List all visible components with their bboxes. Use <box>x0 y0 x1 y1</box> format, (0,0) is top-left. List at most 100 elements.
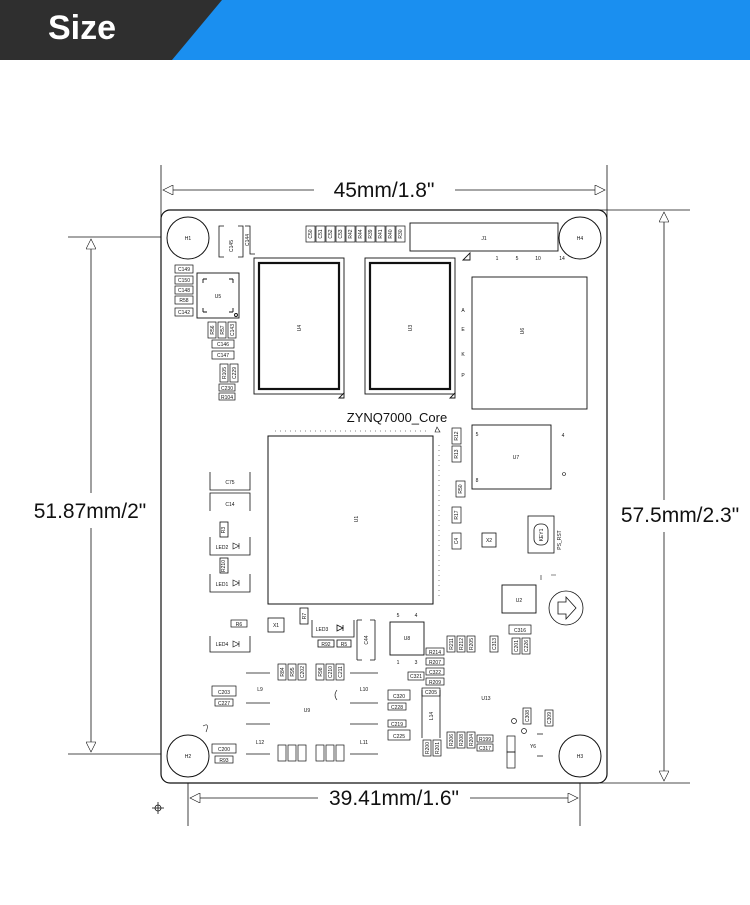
connector-j1-label: J1 <box>481 236 487 242</box>
svg-text:R30: R30 <box>398 229 404 238</box>
header-banner: Size <box>0 0 750 60</box>
u6-row-p: P <box>461 373 465 379</box>
bottom-right-parts <box>422 707 554 769</box>
svg-text:R42: R42 <box>348 229 354 238</box>
u6-row-k: K <box>461 352 465 358</box>
svg-text:R104: R104 <box>221 395 233 401</box>
chip-label-u13: U13 <box>481 696 490 702</box>
chip-label-u9: U9 <box>304 708 311 714</box>
svg-text:R105: R105 <box>222 367 228 379</box>
inductor-label-l14: L14 <box>429 712 435 721</box>
chip-label-u2: U2 <box>516 598 523 604</box>
svg-text:R57: R57 <box>220 325 226 334</box>
svg-text:R207: R207 <box>429 660 441 666</box>
svg-text:R13: R13 <box>454 449 460 458</box>
chip-u7-outline <box>471 424 552 490</box>
svg-text:C211: C211 <box>338 666 344 678</box>
svg-text:R50: R50 <box>458 484 464 493</box>
led1-label: LED1 <box>216 582 229 588</box>
svg-text:R208: R208 <box>459 734 465 746</box>
connector-pin-14: 14 <box>559 256 565 262</box>
chip-label-u8: U8 <box>404 636 411 642</box>
svg-text:8: 8 <box>476 478 479 484</box>
svg-text:C145: C145 <box>229 240 235 252</box>
led2-label: LED2 <box>216 545 229 551</box>
svg-text:5: 5 <box>397 613 400 619</box>
chip-u3-outline <box>364 257 456 395</box>
svg-text:C227: C227 <box>218 701 230 707</box>
connector-pin-5: 5 <box>516 256 519 262</box>
svg-text:C200: C200 <box>218 747 230 753</box>
svg-text:R212: R212 <box>459 638 465 650</box>
svg-text:R41: R41 <box>378 229 384 238</box>
connector-pin-10: 10 <box>535 256 541 262</box>
arrow-icon <box>557 595 577 621</box>
svg-text:4: 4 <box>562 433 565 439</box>
resistors-r56-r57-c143 <box>207 321 239 401</box>
chip-label-u5: U5 <box>215 294 222 300</box>
svg-text:C53: C53 <box>338 229 344 238</box>
chip-u4-outline <box>253 257 345 395</box>
led-lightpipe-circle <box>548 590 584 626</box>
dimension-bottom-width: 39.41mm/1.6" <box>329 787 459 810</box>
svg-text:C210: C210 <box>328 666 334 678</box>
left-cap-stack <box>174 264 194 317</box>
svg-text:C321: C321 <box>410 674 422 680</box>
inductor-label-l9: L9 <box>257 687 263 693</box>
mount-hole-h1 <box>166 216 210 260</box>
top-row-labels: C50 C51 C52 C53 R42 R44 R39 R41 R40 R30 <box>308 229 404 238</box>
svg-text:C4: C4 <box>454 538 460 545</box>
origin-marker <box>152 802 164 814</box>
svg-text:R95: R95 <box>290 667 296 676</box>
svg-text:R40: R40 <box>388 229 394 238</box>
u9-small-parts <box>211 663 441 764</box>
svg-text:R211: R211 <box>449 638 455 650</box>
svg-text:C144: C144 <box>245 234 251 246</box>
svg-text:C322: C322 <box>429 670 441 676</box>
u1-pin1-marker <box>434 426 441 433</box>
connector-j1 <box>409 222 559 261</box>
mount-hole-h4 <box>558 216 602 260</box>
svg-text:R84: R84 <box>280 667 286 676</box>
chip-u5-outline <box>196 272 240 319</box>
inductor-label-l11: L11 <box>360 740 368 746</box>
svg-text:R5: R5 <box>341 642 348 648</box>
svg-text:C320: C320 <box>393 694 405 700</box>
led-diode-symbols <box>232 542 240 648</box>
mount-hole-label-h1: H1 <box>185 236 192 242</box>
chip-label-u1: U1 <box>354 516 360 523</box>
leds-left <box>209 521 251 653</box>
power-resistor-cluster <box>407 624 532 686</box>
chip-label-u6: U6 <box>520 328 526 335</box>
svg-text:C51: C51 <box>318 229 324 238</box>
svg-text:R209: R209 <box>429 680 441 686</box>
key1-label: KEY1 <box>539 528 545 541</box>
svg-text:1: 1 <box>397 660 400 666</box>
header-background <box>0 0 750 60</box>
svg-text:C50: C50 <box>308 229 314 238</box>
svg-text:4: 4 <box>415 613 418 619</box>
top-row-resistors <box>305 225 406 243</box>
chip-u8-outline <box>389 621 425 656</box>
chip-label-u3: U3 <box>408 325 414 332</box>
svg-text:R6: R6 <box>236 622 243 628</box>
led4-label: LED4 <box>216 642 229 648</box>
u6-row-a: A <box>461 308 465 314</box>
crystal-x1 <box>267 617 285 633</box>
svg-text:C203: C203 <box>218 690 230 696</box>
chip-label-u4: U4 <box>297 325 303 332</box>
svg-text:R93: R93 <box>219 758 228 764</box>
dimension-left-height: 51.87mm/2" <box>34 500 147 523</box>
svg-text:R201: R201 <box>435 742 441 754</box>
connector-pin-1: 1 <box>496 256 499 262</box>
power-inductors <box>246 672 441 755</box>
svg-text:R56: R56 <box>210 325 216 334</box>
svg-text:C308: C308 <box>525 710 531 722</box>
crystal-label-y6: Y6 <box>530 744 536 750</box>
mounting-holes <box>166 216 602 778</box>
svg-text:C229: C229 <box>232 367 238 379</box>
svg-text:C201: C201 <box>514 640 520 652</box>
svg-text:C149: C149 <box>178 267 190 273</box>
svg-text:R205: R205 <box>469 638 475 650</box>
